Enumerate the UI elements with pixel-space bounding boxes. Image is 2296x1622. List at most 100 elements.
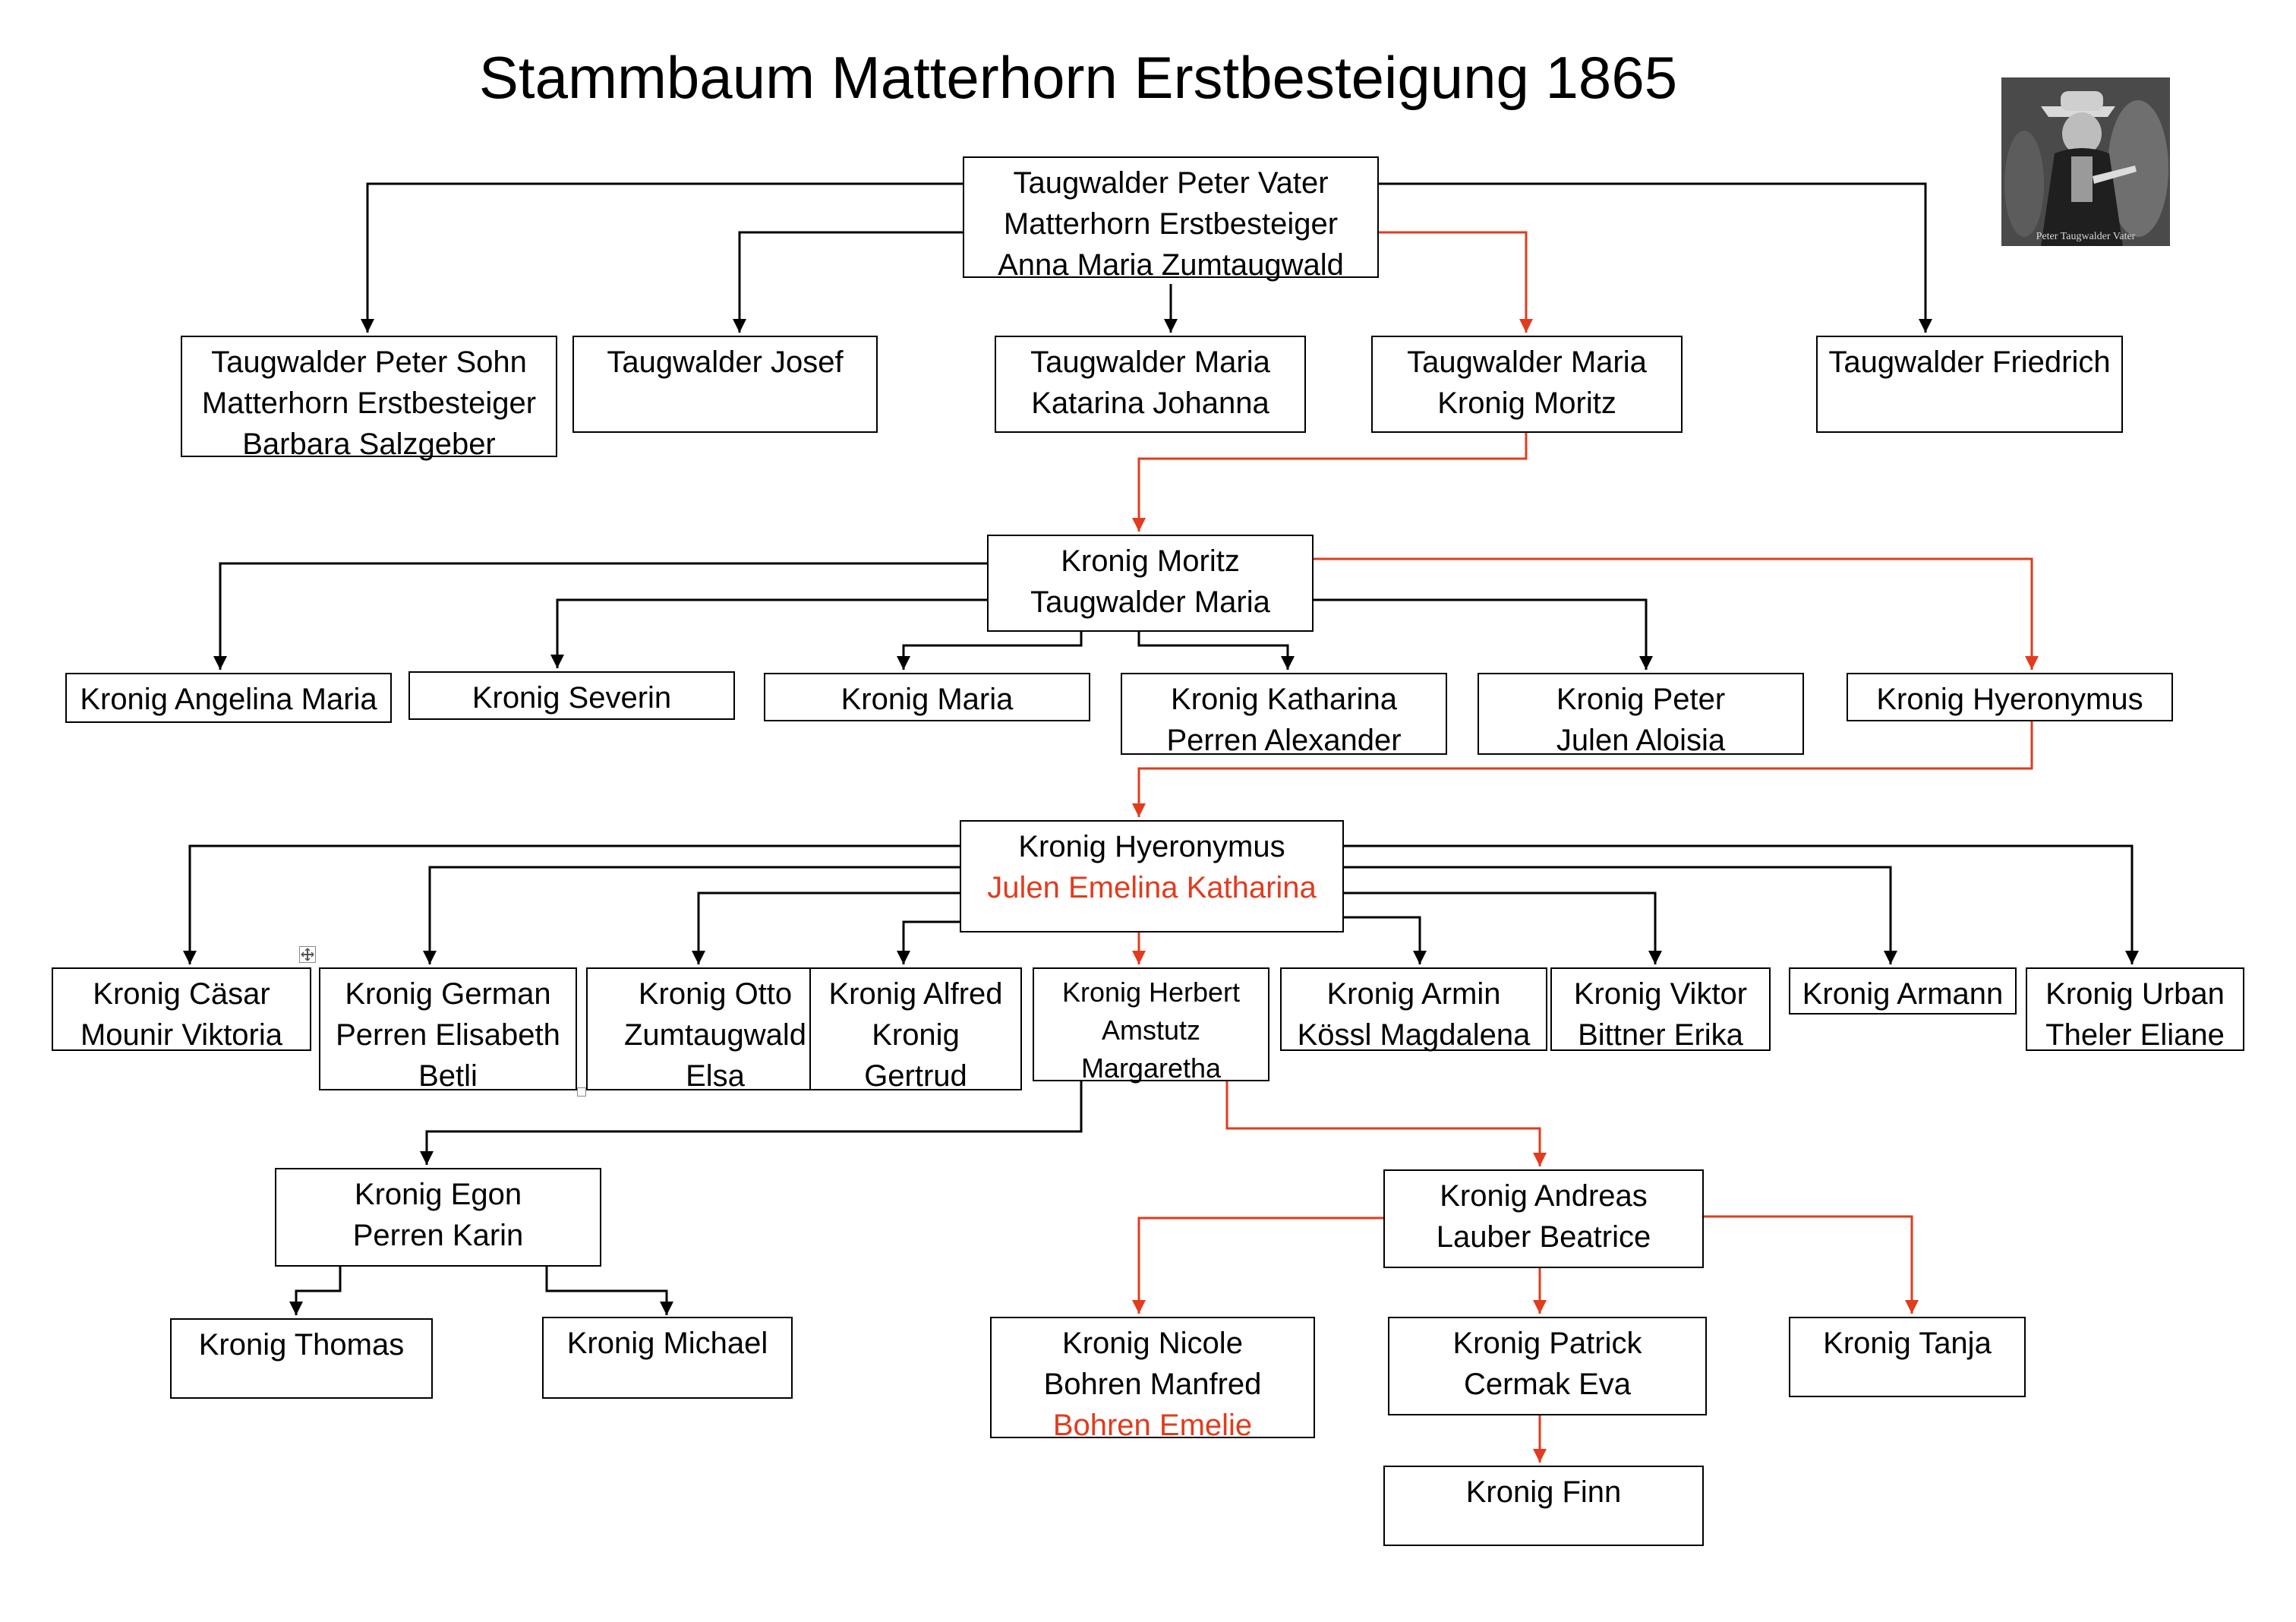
person-name-line: Cermak Eva: [1389, 1364, 1705, 1405]
arrowhead-icon: [183, 951, 197, 964]
person-name-line: Taugwalder Maria: [996, 342, 1304, 383]
person-box-g2e: Taugwalder Friedrich: [1816, 336, 2123, 433]
lineage-connector: [1704, 1216, 1912, 1314]
family-connector: [699, 893, 960, 964]
person-name-line: Zumtaugwald: [588, 1015, 843, 1056]
lineage-connector: [1139, 433, 1526, 532]
person-name-line: Bohren Emelie: [992, 1405, 1314, 1446]
arrowhead-icon: [1533, 1153, 1547, 1166]
arrowhead-icon: [1132, 518, 1146, 532]
person-name-line: Kronig Severin: [410, 677, 733, 718]
move-icon: [300, 947, 315, 962]
person-name-line: Kössl Magdalena: [1282, 1015, 1546, 1056]
arrowhead-icon: [1164, 319, 1178, 333]
person-name-line: Lauber Beatrice: [1385, 1216, 1702, 1258]
family-connector: [547, 1267, 667, 1315]
person-name-line: Kronig Peter: [1479, 679, 1802, 720]
person-name-line: Kronig Viktor: [1552, 974, 1769, 1015]
person-box-g8a: Kronig Thomas: [170, 1318, 433, 1399]
lineage-connector: [1227, 1081, 1540, 1166]
arrowhead-icon: [1413, 951, 1427, 964]
arrowhead-icon: [213, 656, 227, 670]
person-name-line: Kronig Andreas: [1385, 1175, 1702, 1216]
family-connector: [1314, 600, 1646, 670]
family-connector: [430, 867, 960, 964]
arrowhead-icon: [550, 655, 564, 668]
family-connector: [557, 600, 987, 668]
person-name-line: Kronig Cäsar: [53, 974, 310, 1015]
person-name-line: Kronig Moritz: [1373, 383, 1681, 424]
person-name-line: Kronig Thomas: [172, 1324, 431, 1365]
person-name-line: Matterhorn Erstbesteiger: [964, 204, 1377, 245]
lineage-connector: [1379, 232, 1526, 333]
table-move-handle[interactable]: [299, 946, 316, 963]
person-box-g4c: Kronig Maria: [764, 673, 1090, 721]
person-name-line: Perren Elisabeth: [320, 1015, 576, 1056]
person-box-g8b: Kronig Michael: [542, 1317, 793, 1399]
arrowhead-icon: [2125, 951, 2139, 964]
family-connector: [1344, 893, 1655, 964]
arrowhead-icon: [897, 656, 910, 670]
person-box-g4a: Kronig Angelina Maria: [65, 673, 392, 723]
person-name-line: Kronig Moritz: [989, 541, 1312, 582]
person-box-g2b: Taugwalder Josef: [572, 336, 878, 433]
person-name-line: Taugwalder Josef: [574, 342, 876, 383]
family-connector: [1139, 632, 1288, 670]
person-name-line: Gertrud: [811, 1056, 1020, 1097]
person-box-g6f: Kronig ArminKössl Magdalena: [1280, 967, 1547, 1051]
person-name-line: Bittner Erika: [1552, 1015, 1769, 1056]
arrowhead-icon: [1905, 1300, 1919, 1314]
arrowhead-icon: [1648, 951, 1662, 964]
person-name-line: Katarina Johanna: [996, 383, 1304, 424]
arrowhead-icon: [1639, 656, 1653, 670]
person-name-line: Betli: [320, 1056, 576, 1097]
person-name-line: Barbara Salzgeber: [182, 424, 556, 465]
family-connector: [1344, 917, 1420, 964]
person-box-g4b: Kronig Severin: [408, 671, 735, 720]
person-name-line: Amstutz: [1034, 1011, 1268, 1049]
arrowhead-icon: [1281, 656, 1295, 670]
arrowhead-icon: [897, 951, 910, 964]
person-name-line: Taugwalder Peter Sohn: [182, 342, 556, 383]
person-name-line: Matterhorn Erstbesteiger: [182, 383, 556, 424]
person-name-line: Kronig Armin: [1282, 974, 1546, 1015]
person-box-g5: Kronig HyeronymusJulen Emelina Katharina: [960, 820, 1344, 932]
person-name-line: Kronig Egon: [276, 1174, 600, 1215]
person-box-g4d: Kronig KatharinaPerren Alexander: [1121, 673, 1447, 755]
arrowhead-icon: [1132, 951, 1146, 964]
family-connector: [220, 563, 987, 670]
person-name-line: Julen Emelina Katharina: [961, 867, 1342, 908]
person-name-line: Kronig Otto: [588, 974, 843, 1015]
arrowhead-icon: [1884, 951, 1897, 964]
family-connector: [904, 922, 960, 964]
arrowhead-icon: [289, 1302, 303, 1315]
person-name-line: Kronig Katharina: [1122, 679, 1446, 720]
person-name-line: Kronig Urban: [2027, 974, 2243, 1015]
person-name-line: Kronig Armann: [1790, 974, 2015, 1015]
arrowhead-icon: [660, 1302, 673, 1315]
person-name-line: Kronig Hyeronymus: [961, 826, 1342, 867]
lineage-connector: [1139, 1218, 1383, 1314]
person-box-g6d: Kronig AlfredKronigGertrud: [809, 967, 1022, 1090]
person-name-line: Kronig Tanja: [1790, 1323, 2024, 1364]
arrowhead-icon: [2025, 656, 2039, 670]
person-name-line: Perren Alexander: [1122, 720, 1446, 761]
arrowhead-icon: [1132, 803, 1146, 817]
family-connector: [1344, 846, 2132, 964]
family-connector: [1379, 184, 1925, 333]
person-name-line: Elsa: [588, 1056, 843, 1097]
person-name-line: Taugwalder Maria: [1373, 342, 1681, 383]
resize-handle[interactable]: [577, 1087, 586, 1097]
person-box-g9: Kronig Finn: [1383, 1466, 1704, 1546]
person-name-line: Kronig Alfred: [811, 974, 1020, 1015]
person-name-line: Kronig Nicole: [992, 1323, 1314, 1364]
